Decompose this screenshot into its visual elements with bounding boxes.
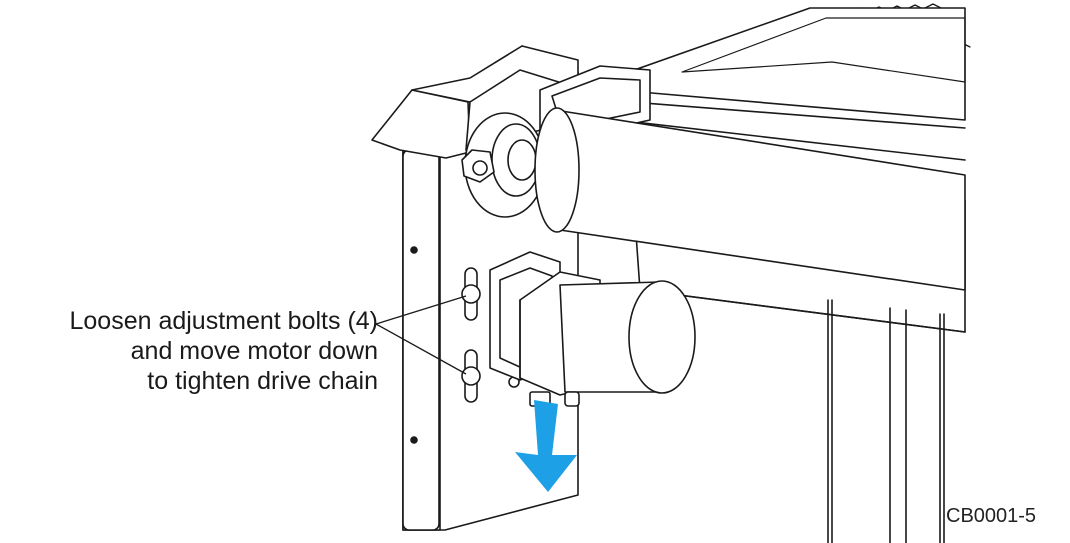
bearing-hub: [461, 112, 546, 218]
callout-line-2: and move motor down: [130, 337, 378, 365]
callout-line-3: to tighten drive chain: [147, 367, 378, 395]
callout-line-1: Loosen adjustment bolts (4): [69, 307, 378, 335]
frame-legs: [827, 299, 945, 543]
drive-motor: [559, 280, 696, 394]
drive-roller: [534, 107, 966, 291]
figure-id: CB0001-5: [946, 505, 1037, 527]
callout-text: Loosen adjustment bolts (4) and move mot…: [69, 306, 378, 396]
move-down-arrow: [515, 400, 577, 492]
callout-leader-lines: [375, 295, 467, 375]
